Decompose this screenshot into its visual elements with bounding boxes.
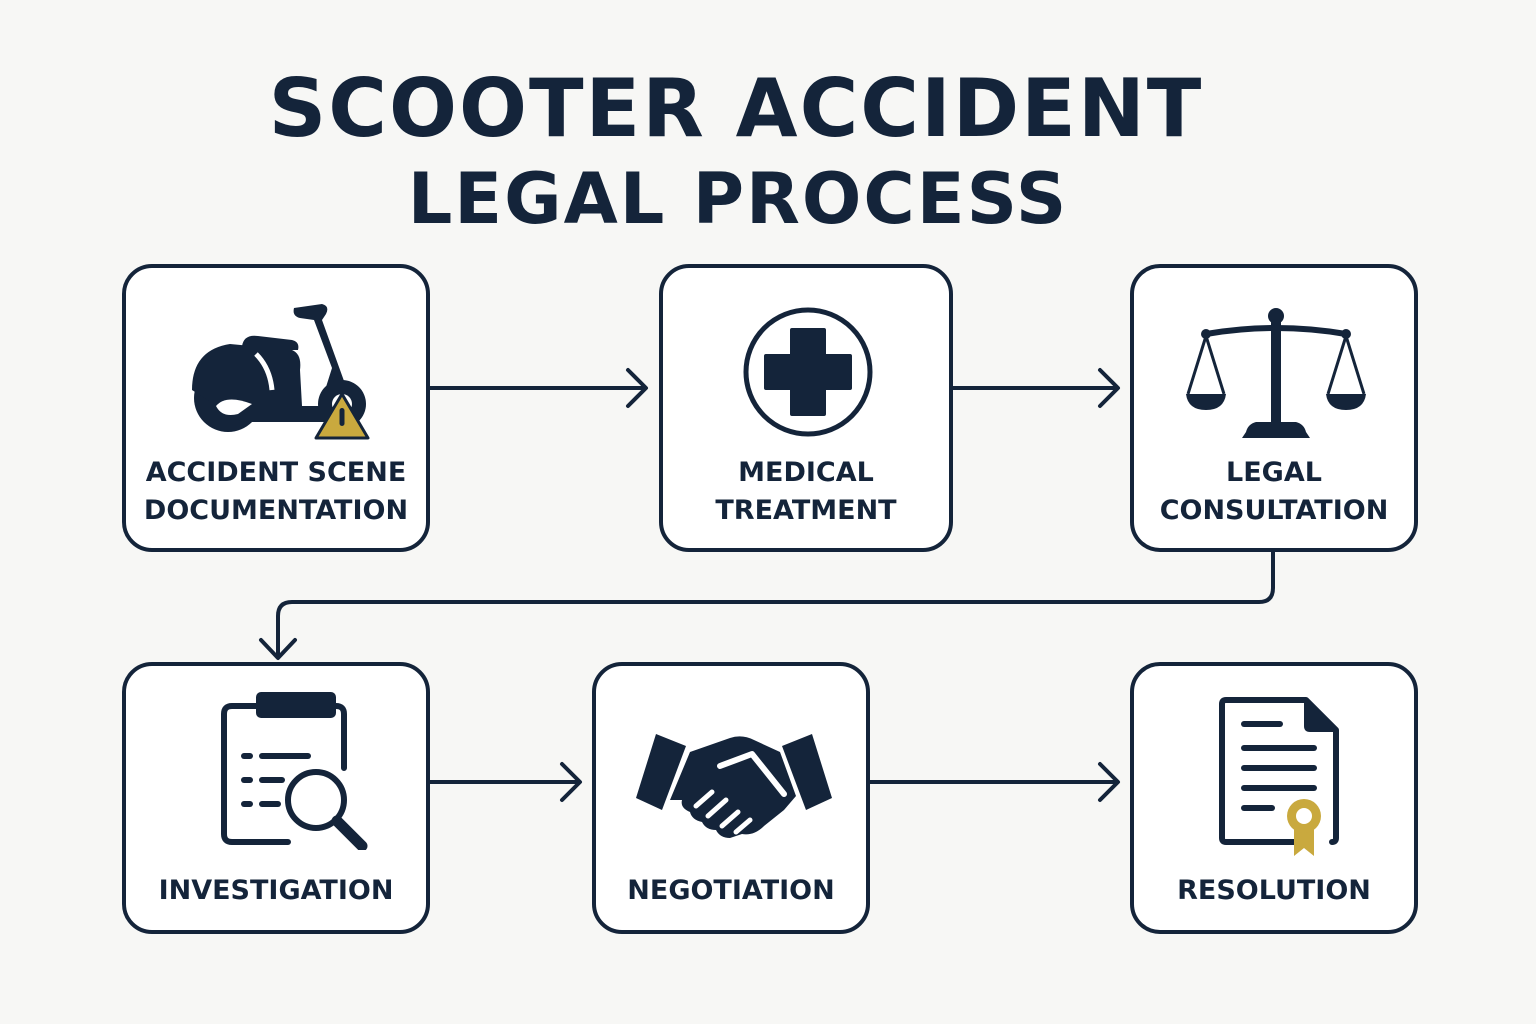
step-6-label: RESOLUTION	[1177, 875, 1371, 906]
step-accident-scene-documentation: ACCIDENT SCENE DOCUMENTATION	[122, 264, 430, 552]
step-5-label: NEGOTIATION	[627, 875, 835, 906]
step-investigation: INVESTIGATION	[122, 662, 430, 934]
medical-cross-icon	[743, 307, 873, 437]
step-2-label-line-2: TREATMENT	[715, 495, 897, 526]
step-medical-treatment: MEDICAL TREATMENT	[659, 264, 953, 552]
arrow-2-to-3	[950, 368, 1120, 408]
step-2-label-line-1: MEDICAL	[738, 457, 874, 488]
arrow-4-to-5	[428, 762, 582, 802]
warning-triangle	[314, 392, 370, 440]
arrow-5-to-6	[868, 762, 1120, 802]
step-1-label-line-2: DOCUMENTATION	[143, 495, 409, 526]
arrow-3-to-4	[259, 548, 1275, 660]
scooter-warning-icon	[192, 304, 370, 440]
step-3-label-line-1: LEGAL	[1226, 457, 1322, 488]
step-legal-consultation: LEGAL CONSULTATION	[1130, 264, 1418, 552]
title-line-2: LEGAL PROCESS	[407, 158, 1069, 240]
step-4-label: INVESTIGATION	[158, 875, 394, 906]
handshake-icon	[636, 734, 832, 838]
step-resolution: RESOLUTION	[1130, 662, 1418, 934]
gold-seal	[1287, 799, 1321, 856]
certificate-document-icon	[1219, 697, 1339, 856]
title-line-1: SCOOTER ACCIDENT	[268, 62, 1204, 155]
scales-of-justice-icon	[1186, 308, 1366, 438]
step-1-label-line-1: ACCIDENT SCENE	[145, 457, 407, 488]
arrow-1-to-2	[428, 368, 648, 408]
step-negotiation: NEGOTIATION	[592, 662, 870, 934]
clipboard-magnifier-icon	[221, 692, 368, 850]
step-3-label-line-2: CONSULTATION	[1159, 495, 1389, 526]
